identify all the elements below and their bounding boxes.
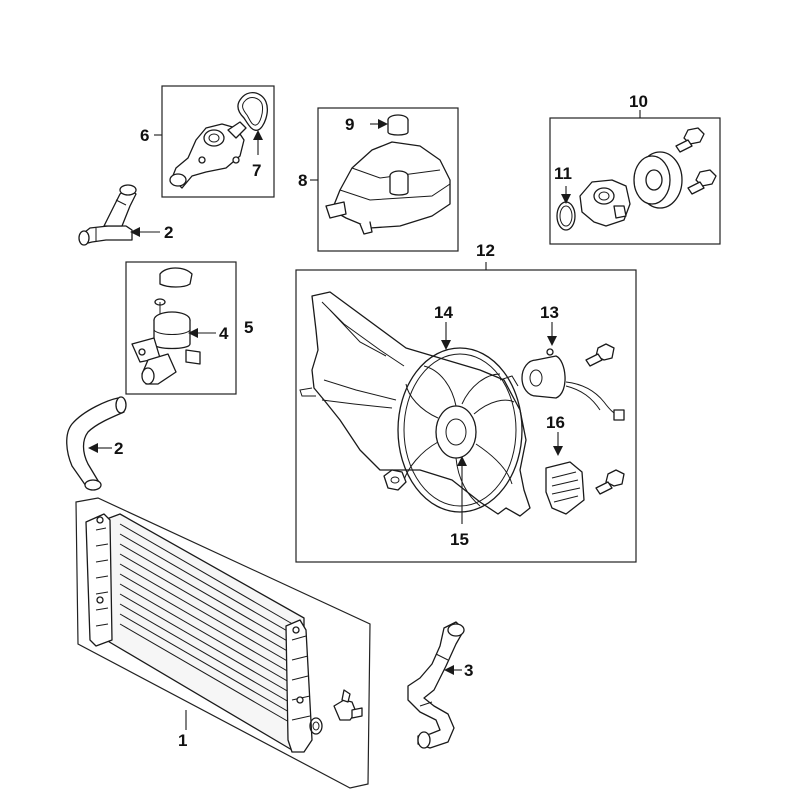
fan-motor	[521, 348, 625, 421]
heater-outlet-housing	[131, 311, 201, 385]
shroud-nut	[383, 469, 407, 491]
callout-16: 16	[546, 413, 565, 432]
box-radiator	[75, 497, 371, 789]
callout-10: 10	[629, 92, 648, 111]
upper-hose-group: 2	[78, 184, 173, 246]
water-pump-pulley	[633, 151, 683, 209]
cooling-fan-group: 12	[295, 241, 637, 563]
heater-housing-group: 4 5	[125, 261, 253, 395]
callout-7: 7	[252, 161, 261, 180]
fan-shroud	[299, 291, 531, 517]
cooling-fan-blade	[397, 347, 523, 513]
coolant-hose-upper	[79, 225, 133, 245]
drain-plug-seal	[309, 717, 323, 735]
callout-6: 6	[140, 126, 149, 145]
radiator-drain-plug	[333, 689, 363, 721]
box-heater-housing	[125, 261, 237, 395]
lower-hose-group: 2	[66, 396, 127, 491]
callout-12: 12	[476, 241, 495, 260]
water-pump	[579, 179, 631, 227]
callout-14: 14	[434, 303, 453, 322]
pump-bolt-lower	[687, 169, 717, 195]
callout-2-lower: 2	[114, 439, 123, 458]
expansion-tank-group: 9 8	[298, 107, 459, 252]
callout-8: 8	[298, 171, 307, 190]
radiator-lower-hose	[407, 621, 465, 749]
radiator	[85, 513, 363, 753]
reservoir-cap	[387, 114, 409, 136]
water-pump-group: 10 11	[549, 92, 721, 245]
box-thermostat-housing	[161, 85, 275, 198]
thermostat-housing	[169, 121, 247, 189]
callout-2-upper: 2	[164, 223, 173, 242]
callout-4: 4	[219, 324, 229, 343]
motor-screw	[585, 343, 615, 367]
callout-1: 1	[178, 731, 187, 750]
callout-9: 9	[345, 115, 354, 134]
callout-5: 5	[244, 318, 253, 337]
box-water-pump	[549, 117, 721, 245]
radiator-lower-hose-group: 3	[407, 621, 473, 749]
callout-15: 15	[450, 530, 469, 549]
box-cooling-fan	[295, 269, 637, 563]
fan-resistor	[545, 461, 585, 515]
resistor-screw	[595, 469, 625, 495]
pump-bolt-upper	[675, 127, 705, 153]
thermostat-housing-group: 6 7	[140, 85, 275, 198]
housing-cap	[154, 267, 193, 316]
coolant-reservoir-tank	[325, 141, 451, 235]
callout-11: 11	[554, 164, 572, 183]
callout-3: 3	[464, 661, 473, 680]
callout-13: 13	[540, 303, 559, 322]
radiator-group: 1	[75, 497, 371, 789]
